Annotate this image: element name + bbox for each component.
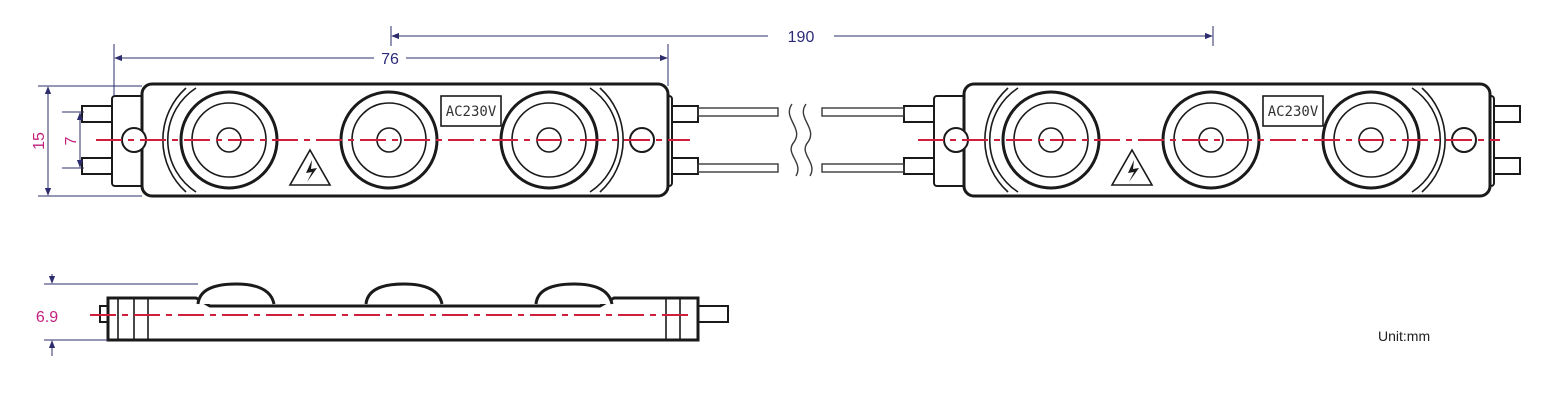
dimension-total-length-text: 190 — [788, 29, 815, 46]
high-voltage-warning-icon — [1110, 148, 1154, 186]
wire-break-mark — [788, 103, 799, 177]
dimension-lens-spacing-text: 7 — [63, 136, 80, 145]
connecting-wires — [697, 103, 905, 177]
module-top-view-right: AC230V — [902, 82, 1522, 198]
dimension-module-height: 15 — [31, 85, 142, 197]
dimension-lens-spacing: 7 — [62, 111, 84, 169]
voltage-label-plate — [440, 95, 502, 127]
unit-label: Unit:mm — [1378, 328, 1430, 344]
voltage-label: AC230V — [1268, 104, 1319, 120]
dimension-module-length-text: 76 — [381, 51, 399, 68]
voltage-label: AC230V — [446, 104, 497, 120]
module-top-view-left: AC230V — [80, 82, 700, 198]
dimension-total-length: 190 — [390, 26, 1214, 46]
dimension-thickness-text: 6.9 — [36, 309, 58, 326]
module-side-view — [99, 282, 729, 342]
voltage-label-plate — [1262, 95, 1324, 127]
high-voltage-warning-icon — [288, 148, 332, 186]
dimension-thickness: 6.9 — [36, 274, 198, 356]
dimension-module-length: 76 — [113, 44, 669, 96]
wire-break-mark — [802, 103, 813, 177]
dimension-module-height-text: 15 — [31, 132, 48, 150]
